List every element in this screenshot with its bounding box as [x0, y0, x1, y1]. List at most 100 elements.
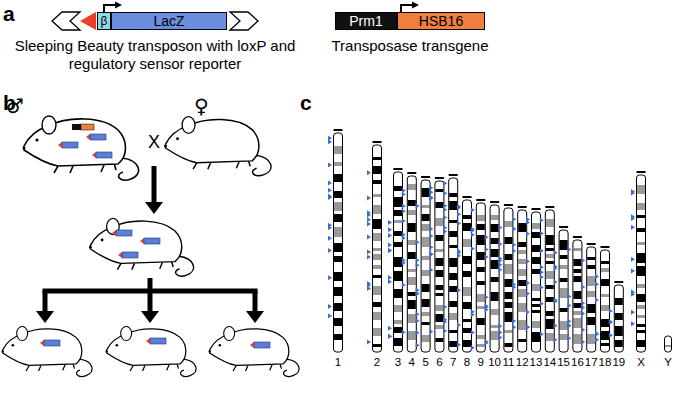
insertion-marker: [631, 257, 635, 262]
chromosome-band: [573, 248, 581, 251]
chromosome-band: [601, 305, 609, 311]
chromosome-band: [601, 261, 609, 264]
chromosome-band: [408, 314, 416, 323]
insertion-marker: [512, 226, 516, 231]
chromosome-band: [394, 271, 402, 281]
chromosome-body: [637, 175, 646, 352]
chromosome-band: [491, 325, 499, 328]
chromosome-band: [601, 331, 609, 340]
chromosome-number: 9: [478, 356, 484, 370]
insertion-marker: [443, 225, 447, 230]
female-mouse: [164, 117, 271, 176]
insertion-marker: [631, 189, 635, 194]
chromosome-band: [601, 319, 609, 327]
chromosome-band: [615, 340, 623, 347]
chromosome-band: [615, 298, 623, 305]
chromosome-band: [463, 256, 471, 264]
insertion-marker: [498, 262, 502, 267]
panel-label: a: [3, 1, 15, 26]
chromosome-number: 3: [395, 356, 401, 370]
arrowhead: [141, 311, 159, 323]
arrowhead: [412, 2, 419, 9]
insertion-marker: [457, 221, 461, 226]
chromosome-band: [422, 256, 430, 260]
insertion-marker: [567, 247, 571, 252]
chromosome-band: [477, 344, 485, 347]
chromosome-band: [449, 301, 457, 307]
chromosome-band: [532, 298, 540, 301]
chromosome-band: [422, 322, 430, 325]
insertion-marker: [498, 330, 502, 335]
chromosome-number: Y: [664, 356, 672, 370]
chromosome-band: [422, 299, 430, 307]
chromosome-band: [615, 326, 623, 336]
ir-repeat: [52, 12, 80, 30]
chromosome-outline: [463, 200, 472, 352]
chromosome-band: [518, 223, 526, 232]
insertion-marker: [512, 242, 516, 247]
insertion-marker: [512, 217, 516, 222]
insertion-marker: [328, 194, 332, 199]
chromosome-band: [546, 219, 554, 227]
chromosome-band: [334, 202, 342, 211]
insertion-marker: [429, 268, 433, 273]
insertion-marker: [443, 207, 447, 212]
insertion-marker: [567, 303, 571, 308]
insertion-marker: [402, 203, 406, 208]
chromosome-body: [435, 181, 444, 352]
chromosome-band: [394, 289, 402, 298]
insertion-marker: [429, 245, 433, 250]
chromosome-band: [373, 302, 381, 307]
insertion-marker: [388, 248, 392, 253]
chromosome-cap: [463, 196, 472, 198]
chromosome-cap: [587, 243, 596, 245]
chromosome-outline: [601, 250, 610, 352]
arrowhead: [145, 202, 163, 214]
insertion-marker: [328, 304, 332, 309]
chromosome-band: [532, 257, 540, 264]
chromosome-band: [394, 220, 402, 223]
insertion-marker: [443, 317, 447, 322]
chromosome-outline: [435, 181, 444, 352]
insertion-marker: [595, 297, 599, 302]
chromosome-band: [637, 294, 645, 302]
chromosome-band: [394, 257, 402, 267]
chromosome-band: [637, 203, 645, 210]
insertion-marker: [540, 265, 544, 270]
chromosome-cap: [490, 201, 499, 203]
chromosome-band: [477, 252, 485, 260]
chromosome-band: [373, 344, 381, 347]
insertion-marker: [554, 337, 558, 342]
offspring-mouse: [106, 326, 197, 376]
chromosome-band: [573, 311, 581, 315]
insertion-marker: [402, 261, 406, 266]
insertion-marker: [581, 301, 585, 306]
insertion-marker: [328, 188, 332, 193]
insertion-marker: [388, 334, 392, 339]
chromosome-band: [546, 297, 554, 302]
lacz-box: LacZ: [111, 12, 227, 30]
chromosome-band: [532, 332, 540, 342]
chromosome-body: [490, 205, 499, 352]
chromosome-number: 11: [502, 356, 514, 370]
chromosome-band: [373, 166, 381, 174]
chromosome-band: [637, 266, 645, 276]
insertion-marker: [367, 250, 371, 255]
chromosome-band: [573, 334, 581, 344]
insertion-marker: [540, 231, 544, 236]
insertion-marker: [457, 323, 461, 328]
insertion-marker: [485, 235, 489, 240]
chromosome-band: [504, 264, 512, 274]
insertion-marker: [526, 325, 530, 330]
chromosome-band: [435, 249, 443, 252]
chromosome-band: [477, 267, 485, 272]
chromosome-band: [601, 268, 609, 272]
insertion-marker: [595, 331, 599, 336]
chromosome-band: [435, 270, 443, 277]
chromosome-band: [408, 300, 416, 309]
chromosome-band: [546, 333, 554, 341]
chromosome-band: [463, 328, 471, 333]
insertion-marker: [416, 240, 420, 245]
chromosome-band: [334, 287, 342, 296]
insertion-marker: [554, 250, 558, 255]
